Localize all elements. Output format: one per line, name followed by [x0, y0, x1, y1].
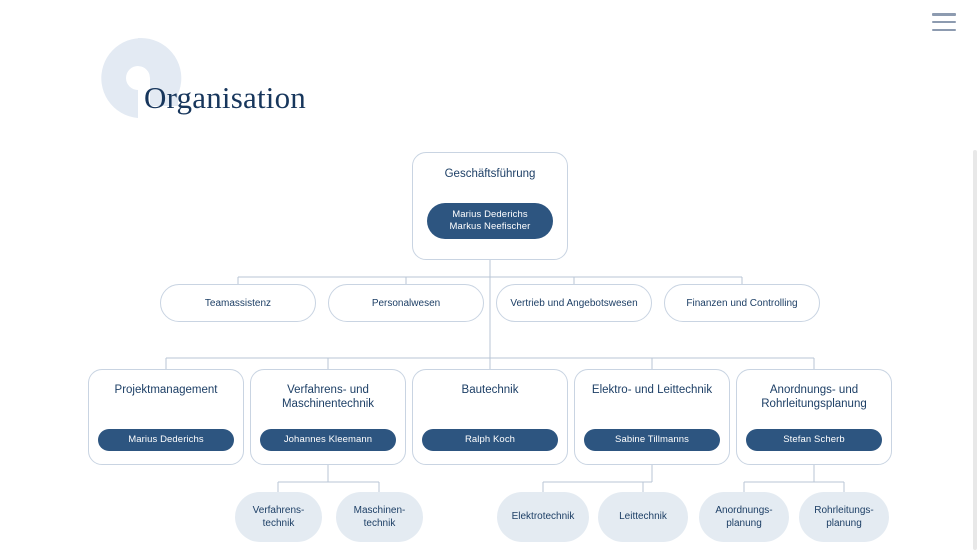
hamburger-menu-icon[interactable] [932, 13, 956, 31]
org-node-finanzen-und-controlling[interactable]: Finanzen und Controlling [664, 284, 820, 322]
org-node-geschaeftsfuehrung[interactable]: Geschäftsführung Marius Dederichs Markus… [412, 152, 568, 260]
org-node-bautechnik[interactable]: Bautechnik Ralph Koch [412, 369, 568, 465]
org-node-title: Verfahrens- und Maschinentechnik [281, 384, 375, 411]
person-name: Stefan Scherb [783, 433, 845, 445]
org-node-title: Projektmanagement [114, 384, 218, 396]
person-name: Johannes Kleemann [283, 433, 373, 445]
org-node-title: Geschäftsführung [444, 168, 536, 180]
person-name: Ralph Koch [464, 433, 516, 445]
org-person-pill[interactable]: Ralph Koch [422, 429, 558, 451]
hamburger-bar-1 [932, 13, 956, 16]
org-node-vertrieb-und-angebotswesen[interactable]: Vertrieb und Angebotswesen [496, 284, 652, 322]
person-name: Sabine Tillmanns [615, 433, 689, 445]
org-node-projektmanagement[interactable]: Projektmanagement Marius Dederichs [88, 369, 244, 465]
org-node-rohrleitungsplanung[interactable]: Rohrleitungs-planung [799, 492, 889, 542]
org-node-elektrotechnik[interactable]: Elektrotechnik [497, 492, 589, 542]
org-node-elektro-und-leittechnik[interactable]: Elektro- und Leittechnik Sabine Tillmann… [574, 369, 730, 465]
org-node-leittechnik[interactable]: Leittechnik [598, 492, 688, 542]
org-node-verfahrenstechnik[interactable]: Verfahrens-technik [235, 492, 322, 542]
org-node-title: Anordnungs- und Rohrleitungsplanung [761, 384, 867, 411]
org-person-pill[interactable]: Marius Dederichs [98, 429, 234, 451]
person-name: Marius Dederichs [128, 433, 204, 445]
person-name-1: Marius Dederichs [452, 209, 528, 221]
org-node-anordnungs-und-rohrleitungsplanung[interactable]: Anordnungs- und Rohrleitungsplanung Stef… [736, 369, 892, 465]
hamburger-bar-2 [932, 20, 956, 24]
org-node-anordnungsplanung[interactable]: Anordnungs-planung [699, 492, 789, 542]
hamburger-bar-3 [932, 28, 956, 31]
org-person-pill[interactable]: Stefan Scherb [746, 429, 882, 451]
org-person-pill[interactable]: Marius Dederichs Markus Neefischer [427, 203, 553, 240]
page-title: Organisation [144, 80, 306, 115]
org-node-teamassistenz[interactable]: Teamassistenz [160, 284, 316, 322]
vertical-scrollbar[interactable] [973, 150, 977, 550]
org-node-title: Bautechnik [461, 384, 519, 396]
org-person-pill[interactable]: Sabine Tillmanns [584, 429, 720, 451]
person-name-2: Markus Neefischer [449, 221, 531, 233]
org-node-personalwesen[interactable]: Personalwesen [328, 284, 484, 322]
org-node-maschinentechnik[interactable]: Maschinen-technik [336, 492, 423, 542]
org-node-verfahrens-und-maschinentechnik[interactable]: Verfahrens- und Maschinentechnik Johanne… [250, 369, 406, 465]
org-node-title: Elektro- und Leittechnik [591, 384, 713, 396]
org-person-pill[interactable]: Johannes Kleemann [260, 429, 396, 451]
